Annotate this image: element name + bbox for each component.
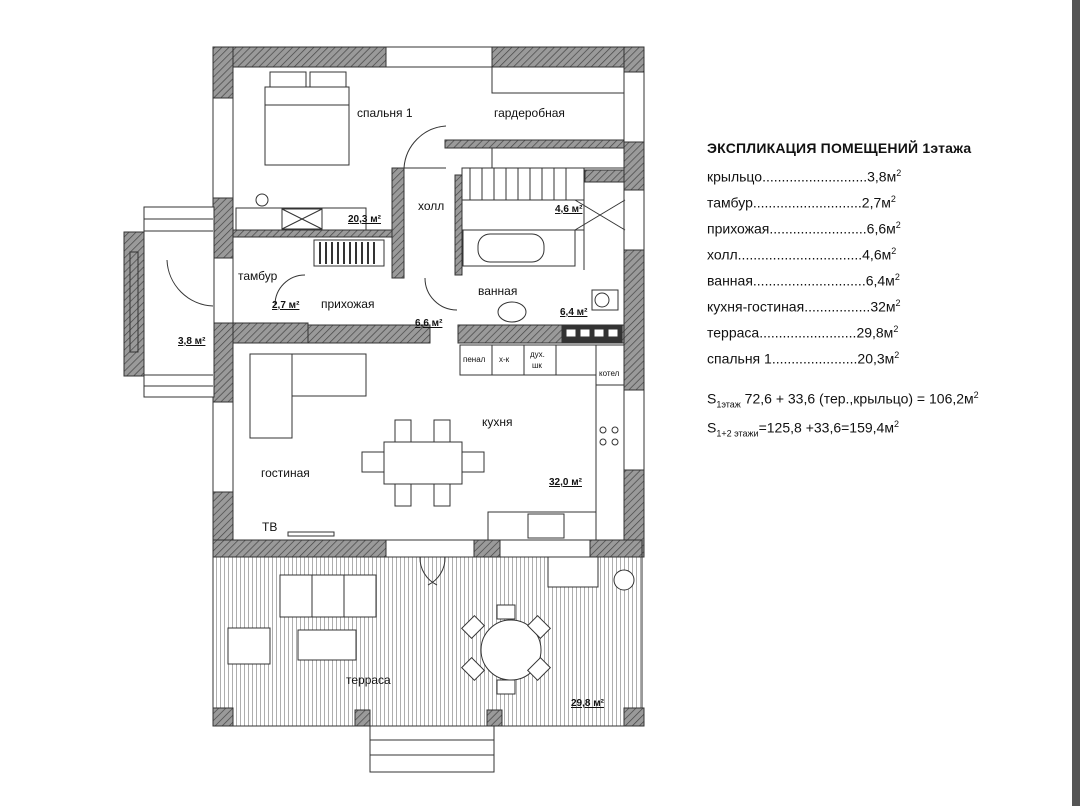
legend-row: кухня-гостиная.................32м2 — [707, 298, 901, 315]
label-pencil-case: пенал — [463, 355, 486, 364]
kitchen-fixtures — [459, 325, 625, 541]
terrace-furniture — [227, 556, 635, 695]
total-area-floor1: S1этаж 72,6 + 33,6 (тер.,крыльцо) = 106,… — [707, 389, 979, 409]
doors — [166, 125, 458, 586]
windows — [212, 46, 645, 558]
legend-row: крыльцо...........................3,8м2 — [707, 168, 902, 185]
legend-row: спальня 1......................20,3м2 — [707, 350, 900, 368]
label-fridge: х-к — [499, 355, 510, 364]
living-furniture — [249, 353, 485, 537]
area-hall: 4,6 м² — [555, 204, 583, 215]
label-kitchen: кухня — [482, 415, 513, 429]
area-terrace: 29,8 м² — [571, 698, 605, 709]
bathroom-fixtures — [462, 229, 619, 323]
label-bathroom: ванная — [478, 284, 517, 298]
label-wardrobe: гардеробная — [494, 106, 565, 120]
legend-row: терраса.........................29,8м2 — [707, 324, 899, 342]
total-area-floors12: S1+2 этажи=125,8 +33,6=159,4м2 — [707, 418, 899, 439]
edge-bar — [1072, 0, 1080, 806]
label-terrace: терраса — [346, 673, 391, 687]
closet — [313, 66, 625, 267]
label-tv: ТВ — [262, 520, 277, 534]
area-porch: 3,8 м² — [178, 336, 206, 347]
area-kitchen: 32,0 м² — [549, 477, 583, 488]
area-entrance: 6,6 м² — [415, 318, 443, 329]
terrace-steps — [212, 707, 645, 773]
legend-title: ЭКСПЛИКАЦИЯ ПОМЕЩЕНИЙ 1этажа — [707, 140, 972, 156]
area-bathroom: 6,4 м² — [560, 307, 588, 318]
legend-row: прихожая.........................6,6м2 — [707, 220, 901, 237]
legend-row: ванная.............................6,4м2 — [707, 272, 900, 289]
label-hall: холл — [418, 199, 444, 213]
room-legend: ЭКСПЛИКАЦИЯ ПОМЕЩЕНИЙ 1этажа крыльцо....… — [707, 140, 1007, 443]
bed — [235, 71, 367, 231]
label-boiler: котел — [599, 369, 620, 378]
stairs — [461, 167, 626, 270]
label-oven-top: дух. — [530, 350, 545, 359]
legend-row: тамбур............................2,7м2 — [707, 194, 896, 211]
porch — [123, 206, 215, 398]
area-vestibule: 2,7 м² — [272, 300, 300, 311]
area-bedroom: 20,3 м² — [348, 214, 382, 225]
label-oven-bottom: шк — [532, 361, 542, 370]
label-bedroom: спальня 1 — [357, 106, 413, 120]
label-vestibule: тамбур — [238, 269, 278, 283]
label-entrance: прихожая — [321, 297, 374, 311]
label-living: гостиная — [261, 466, 310, 480]
legend-row: холл................................4,6м… — [707, 246, 897, 263]
